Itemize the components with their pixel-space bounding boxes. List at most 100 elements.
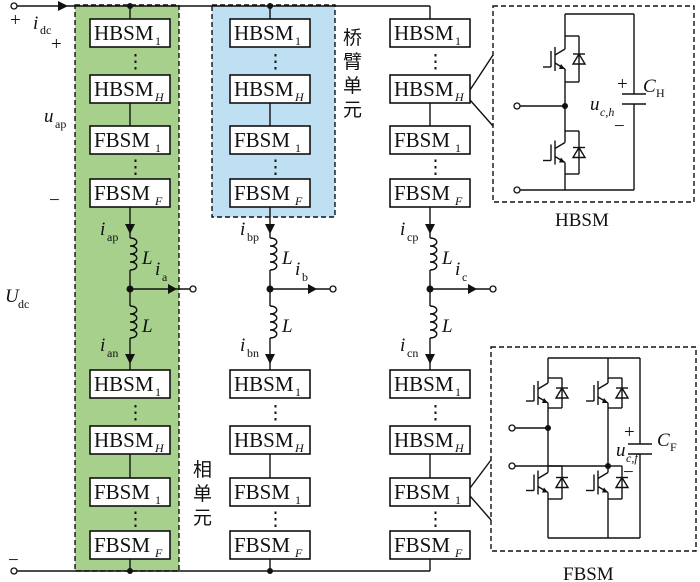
submodule-index: H (294, 90, 305, 104)
submodule-index: H (154, 441, 165, 455)
svg-text:相: 相 (193, 459, 212, 481)
svg-text:+: + (624, 422, 635, 443)
submodule-label: HBSM (234, 372, 294, 396)
upper-current-arrow (125, 224, 135, 234)
submodule-label: HBSM (394, 21, 454, 45)
submodule-index: 1 (455, 385, 461, 399)
submodule-index: 1 (155, 34, 161, 48)
fbsm-switch-4-icon (586, 460, 630, 505)
submodule-index: 1 (455, 493, 461, 507)
svg-text:臂: 臂 (343, 51, 362, 73)
module-ellipsis: ⋮ (426, 403, 445, 424)
svg-text:c,h: c,h (600, 105, 614, 119)
output-terminal (189, 285, 197, 293)
upper-arm-current-label-sub: bp (247, 230, 259, 244)
lower-arm-current-label-sub: cn (407, 346, 418, 360)
lower-inductor-label: L (441, 316, 453, 337)
output-current-arrow (168, 284, 177, 294)
submodule-index: 1 (155, 493, 161, 507)
submodule-label: FBSM (234, 480, 290, 504)
upper-arm-current-label: i (240, 219, 245, 240)
submodule-index: 1 (155, 141, 161, 155)
module-ellipsis: ⋮ (426, 158, 445, 179)
lower-arm-current-label: i (100, 335, 105, 356)
upper-arm-current-label: i (400, 219, 405, 240)
module-ellipsis: ⋮ (266, 403, 285, 424)
submodule-label: FBSM (94, 181, 150, 205)
submodule-fb-first-box: FBSM 1 (389, 125, 471, 155)
submodule-label: HBSM (94, 372, 154, 396)
lower-current-arrow (125, 354, 135, 364)
module-ellipsis: ⋮ (126, 403, 145, 424)
svg-text:元: 元 (343, 99, 362, 121)
submodule-index: 1 (295, 34, 301, 48)
hbsm-upper-switch-icon (543, 30, 587, 88)
output-terminal (489, 285, 497, 293)
output-current-label-sub: c (462, 270, 467, 284)
dc-voltage-sub: dc (18, 297, 29, 311)
fbsm-switch-2-icon (586, 372, 630, 414)
submodule-label: FBSM (394, 181, 450, 205)
inductor-icon (429, 305, 438, 339)
inductor-icon (269, 305, 278, 339)
upper-inductor-label: L (281, 248, 293, 269)
dc-current-label: i (33, 13, 38, 34)
submodule-index: 1 (155, 385, 161, 399)
hbsm-title: HBSM (555, 210, 609, 231)
hbsm-lower-switch-icon (543, 125, 587, 180)
submodule-index: F (454, 546, 463, 560)
lower-arm-current-label: i (240, 335, 245, 356)
output-current-arrow (468, 284, 477, 294)
svg-text:H: H (656, 86, 665, 100)
upper-arm-current-label-sub: cp (407, 230, 418, 244)
submodule-index: H (454, 441, 465, 455)
submodule-index: 1 (295, 141, 301, 155)
module-ellipsis: ⋮ (266, 158, 285, 179)
submodule-label: FBSM (394, 533, 450, 557)
submodule-label: FBSM (394, 128, 450, 152)
submodule-label: HBSM (394, 428, 454, 452)
svg-text:−: − (614, 116, 625, 137)
output-current-label: i (455, 259, 460, 280)
inductor-icon (269, 237, 278, 271)
submodule-fb-first-box: FBSM 1 (229, 125, 311, 155)
submodule-label: FBSM (234, 128, 290, 152)
fbsm-switch-3-icon (526, 460, 570, 505)
submodule-index: 1 (455, 141, 461, 155)
output-current-label-sub: b (302, 270, 308, 284)
module-ellipsis: ⋮ (126, 510, 145, 531)
submodule-label: HBSM (394, 77, 454, 101)
arm-voltage-label: u (44, 106, 54, 127)
fbsm-title: FBSM (563, 564, 614, 582)
submodule-label: HBSM (94, 428, 154, 452)
svg-text:C: C (643, 76, 656, 97)
svg-text:C: C (657, 430, 670, 451)
output-current-label-sub: a (162, 270, 168, 284)
submodule-label: FBSM (234, 533, 290, 557)
submodule-index: 1 (295, 385, 301, 399)
submodule-index: 1 (455, 34, 461, 48)
dc-minus-sign: − (8, 550, 19, 571)
module-ellipsis: ⋮ (426, 510, 445, 531)
positive-terminal (10, 2, 18, 10)
output-current-label: i (155, 259, 160, 280)
lower-current-arrow (265, 354, 275, 364)
lower-arm-current-label-sub: bn (247, 346, 259, 360)
module-ellipsis: ⋮ (426, 52, 445, 73)
lower-arm-current-label-sub: an (107, 346, 118, 360)
submodule-index: H (294, 441, 305, 455)
